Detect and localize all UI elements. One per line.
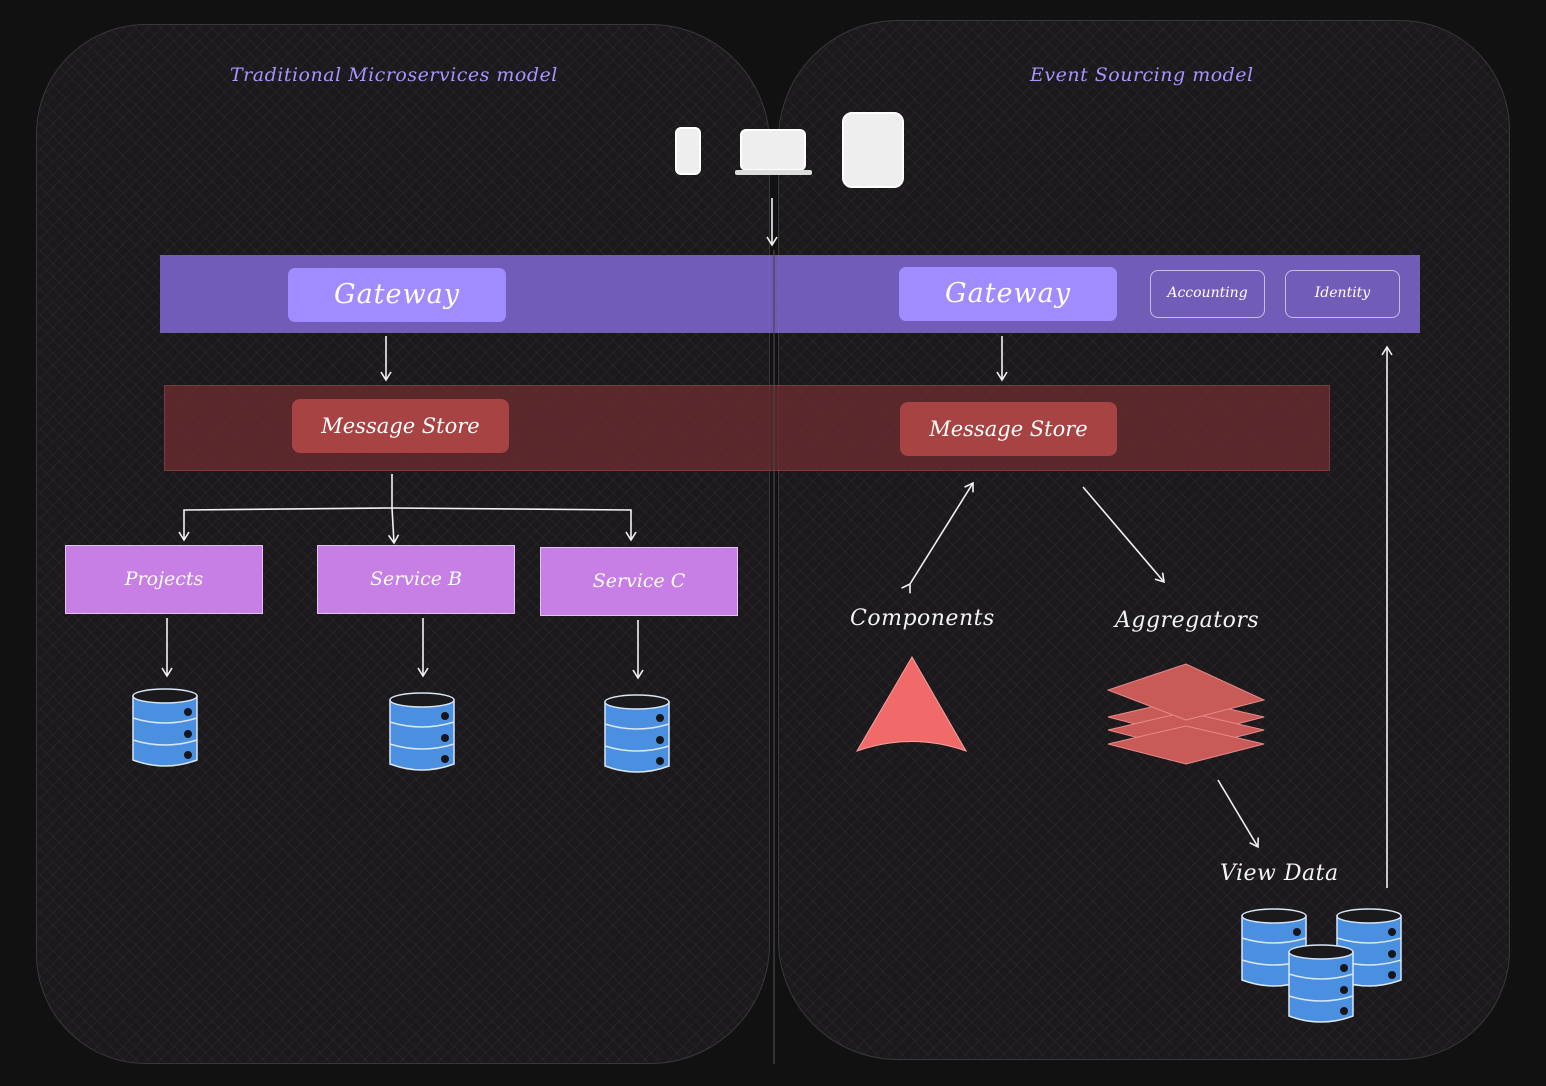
aggregators-label: Aggregators (1115, 608, 1260, 633)
message-store-right[interactable]: Message Store (900, 402, 1117, 456)
components-label: Components (850, 606, 995, 631)
tablet-icon (842, 112, 904, 188)
identity-chip[interactable]: Identity (1285, 270, 1400, 318)
event-sourcing-panel-title: Event Sourcing model (1030, 64, 1254, 86)
message-store-left[interactable]: Message Store (292, 399, 509, 453)
laptop-icon (740, 129, 806, 171)
view-data-label: View Data (1220, 861, 1339, 886)
gateway-right[interactable]: Gateway (899, 267, 1117, 321)
phone-icon (675, 127, 701, 175)
service-b[interactable]: Service B (317, 545, 515, 614)
accounting-chip[interactable]: Accounting (1150, 270, 1265, 318)
gateway-left[interactable]: Gateway (288, 268, 506, 322)
traditional-panel (36, 24, 770, 1064)
traditional-panel-title: Traditional Microservices model (230, 64, 558, 86)
laptop-base (735, 170, 812, 175)
service-c[interactable]: Service C (540, 547, 738, 616)
service-projects[interactable]: Projects (65, 545, 263, 614)
